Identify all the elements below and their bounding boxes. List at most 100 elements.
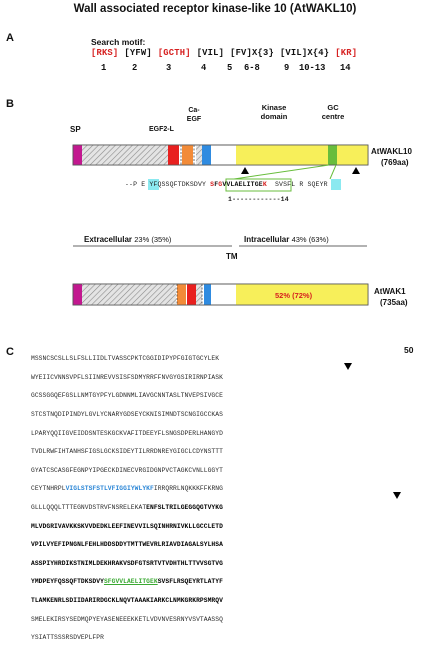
seq-arrow-kinase-end xyxy=(393,492,401,499)
motif-group-1: [RKS] xyxy=(91,48,119,58)
seq-middle-right: SVSFL xyxy=(275,181,296,188)
seq-line-3: GCSSGGQEFGSLLNMTGYPFYLGDNNMLIAVGCNNTASLT… xyxy=(31,392,223,400)
extracellular-percent: 23% (35%) xyxy=(134,235,172,244)
motif-label: Search motif: xyxy=(91,37,146,47)
motif-position-10-13: 10-13 xyxy=(299,63,326,73)
seq-line-8: CEYTNHRPLVIGLSTSFSTLVFIGGIYWLYKFIRRQRRLN… xyxy=(31,484,223,493)
intracellular-percent: 43% (63%) xyxy=(291,235,329,244)
kinase-line-5: TLAMKENRLSDIIDARIRDGCKLNQVTAAAKIARKCLNMK… xyxy=(31,597,223,605)
gc-motif-sequence: SFGVVLAELITGEK xyxy=(103,578,158,586)
wak1-hatched-region xyxy=(82,284,176,305)
wak1-orange-domain xyxy=(177,284,186,305)
motif-range: 1------------14 xyxy=(228,196,289,203)
intracellular-text: Intracellular xyxy=(244,235,290,244)
kinase-line-4-post: SVSFLRSQEYRTLATYF xyxy=(157,578,223,586)
motif-group-9: [KR] xyxy=(335,48,358,58)
gc-motif-box xyxy=(225,178,292,192)
seq-line-15: SMELEKIRSYSEDMQPYEYASENEEEKKETLVDVNVESRN… xyxy=(31,615,223,623)
extracellular-text: Extracellular xyxy=(84,235,133,244)
seq-line-2: WYEIICVNNSVPFLSIINREVVSISFSDMYRRFFNVGYGS… xyxy=(31,373,223,381)
domain-diagram xyxy=(72,144,401,499)
motif-position-5: 5 xyxy=(227,63,233,73)
motif-residue-k: K xyxy=(262,181,267,188)
kinase-start-marker xyxy=(241,167,249,174)
wak1-sp-domain xyxy=(73,284,82,305)
seq-line-8-post: IRRQRRLNQKKKFFKRNG xyxy=(153,485,223,493)
motif-position-4: 4 xyxy=(201,63,207,73)
seq-line-14: TLAMKENRLSDIIDARIRDGCKLNQVTAAAKIARKCLNMK… xyxy=(31,596,223,605)
seq-suffix: SQEYR xyxy=(307,181,328,188)
motif-group-7: [VIL] xyxy=(279,48,308,58)
gc-centre xyxy=(328,145,337,165)
e-residue-highlight xyxy=(148,179,159,190)
tm-domain xyxy=(202,145,211,165)
tm-label: TM xyxy=(226,252,238,261)
sp-domain xyxy=(73,145,82,165)
motif-position-2: 2 xyxy=(132,63,138,73)
motif-position-1: 1 xyxy=(101,63,107,73)
wakl10-name: AtWAKL10 xyxy=(371,147,412,156)
seq-line-4: STCSTNQDIPINDYLGVLYCNARYGDSEYCKNISIMNDTS… xyxy=(31,411,223,419)
seq-line-7: GYATCSCASGFEGNPYIPGECKDINECVRGIDGNPVCTAG… xyxy=(31,466,223,474)
motif-group-5: [FV] xyxy=(230,48,253,58)
motif-pattern: [RKS] [YFW] [GCTH] [VIL] [FV] X{3} [VIL]… xyxy=(91,48,357,58)
protein-sequence: MSSNCSCSLLSLFSLLIIDLTVASSCPKTCGGIDIPYPFG… xyxy=(31,345,223,652)
seq-line-9-pre: GLLLQQQLTTTEGNVDSTRVFNSRELEKAT xyxy=(31,504,147,512)
seq-line-13: YMDPEYFQSSQFTDKSDVYSFGVVLAELITGEKSVSFLRS… xyxy=(31,577,223,586)
wakl10-length: (769aa) xyxy=(381,158,409,167)
range-start: 1 xyxy=(228,196,233,203)
wak1-gc-percent: 52% (72%) xyxy=(275,291,313,300)
panel-label-b: B xyxy=(6,98,14,110)
motif-residue-f: F xyxy=(214,181,219,188)
seq-line-1: MSSNCSCSLLSLFSLLIIDLTVASSCPKTCGGIDIPYPFG… xyxy=(31,355,220,363)
kinase-line-1: MLVDGRIVAVKKSKVVDEDKLEEFINEVVILSQINHRNIV… xyxy=(31,522,223,530)
figure-title: Wall associated receptor kinase-like 10 … xyxy=(73,3,357,15)
wak1-protein-bar xyxy=(72,283,369,306)
motif-position-14: 14 xyxy=(340,63,351,73)
gc-zoom-sequence: --P E YFQSSQFTDKSDVY SFGVVLAELITGEK SVSF… xyxy=(125,181,328,188)
seq-end-number: 50 xyxy=(404,345,414,355)
wakl10-protein-bar xyxy=(72,144,369,174)
seq-line-12: ASSPIYHRDIKSTNIMLDEKHRAKVSDFGTSRTVTVDHTH… xyxy=(31,559,223,568)
seq-line-11: VPILVYEFIPNGNLFEHLHDDSDDYTMTTWEVRLRIAVDI… xyxy=(31,540,223,549)
kinase-line-4-pre: YMDPEYFQSSQFTDKSDVY xyxy=(31,578,104,586)
motif-group-3: [GCTH] xyxy=(157,48,191,58)
kinase-end-marker xyxy=(352,167,360,174)
sp-label: SP xyxy=(70,125,81,134)
range-dashes: ------------ xyxy=(232,196,281,203)
kinase-line-2: VPILVYEFIPNGNLFEHLHDDSDDYTMTTWEVRLRIAVDI… xyxy=(31,541,223,549)
seq-prefix: --P xyxy=(125,181,138,188)
seq-line-5: LPARYQQIIGVEIDDSNTESKGCKVAFITDEEYFLSNGSD… xyxy=(31,429,223,437)
panel-label-a: A xyxy=(6,32,14,44)
seq-line-6: TVDLRWFIHTANHSFIGSLGCKSIDEYTILRRDNREYGIG… xyxy=(31,448,223,456)
motif-position-9: 9 xyxy=(284,63,290,73)
range-end: 14 xyxy=(280,196,289,203)
seq-middle-left: YFQSSQFTDKSDVY xyxy=(149,181,207,188)
motif-group-4: [VIL] xyxy=(196,48,225,58)
extracellular-label: Extracellular 23% (35%) xyxy=(84,235,171,244)
motif-residue-g: G xyxy=(218,181,223,188)
r-residue-highlight xyxy=(331,179,341,190)
wak1-name: AtWAK1 xyxy=(374,287,406,296)
motif-group-6: X{3} xyxy=(252,48,274,58)
seq-line-9: GLLLQQQLTTTEGNVDSTRVFNSRELEKATENFSLTRILG… xyxy=(31,503,223,512)
kinase-line-3: ASSPIYHRDIKSTNIMLDEKHRAKVSDFGTSRTVTVDHTH… xyxy=(31,559,223,567)
kinase-domain xyxy=(236,145,368,165)
motif-core: VVLAELITGE xyxy=(222,181,263,188)
egf2l-domain xyxy=(168,145,179,165)
motif-residue-s: S xyxy=(210,181,215,188)
tm-segment: VIGLSTSFSTLVFIGGIYWLYKF xyxy=(65,485,154,493)
motif-position-3: 3 xyxy=(166,63,172,73)
wak1-tm-domain xyxy=(204,284,211,305)
ca-egf-label: Ca- EGF xyxy=(186,107,202,123)
seq-line-16: YSIATTSSSRSDVEPLFPR xyxy=(31,634,104,642)
seq-line-10: MLVDGRIVAVKKSKVVDEDKLEEFINEVVILSQINHRNIV… xyxy=(31,522,223,531)
extracellular-hatched-region xyxy=(82,145,168,165)
wak1-red-domain xyxy=(187,284,196,305)
motif-group-8: X{4} xyxy=(307,48,330,58)
kinase-start-segment: ENFSLTRILGEGGQGTVYKG xyxy=(146,504,223,512)
kinase-domain-label: Kinase domain xyxy=(260,103,288,121)
motif-group-2: [YFW] xyxy=(124,48,152,58)
seq-line-8-pre: CEYTNHRPL xyxy=(31,485,66,493)
gc-centre-label: GC centre xyxy=(321,103,345,121)
